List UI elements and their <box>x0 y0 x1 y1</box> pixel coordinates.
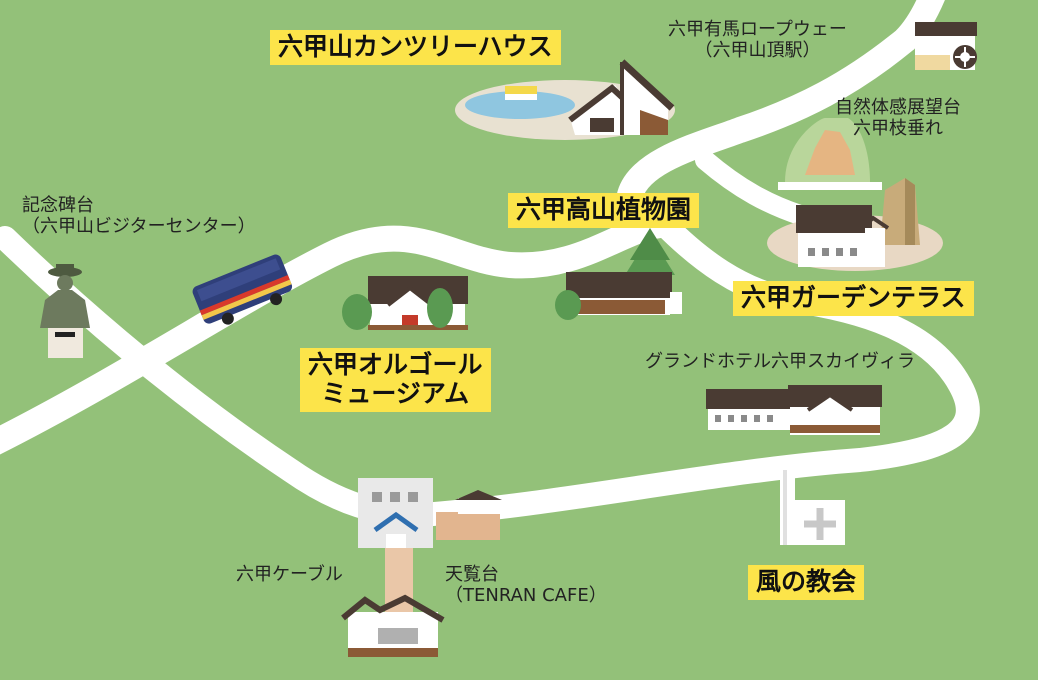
label-alpine-garden: 六甲高山植物園 <box>508 193 700 228</box>
road-to-garden <box>695 150 810 225</box>
label-memorial: 記念碑台 （六甲山ビジターセンター） <box>22 195 256 237</box>
memorial-statue-illustration <box>40 264 90 358</box>
label-memorial-line2: （六甲山ビジターセンター） <box>22 215 256 237</box>
label-memorial-line1: 記念碑台 <box>22 195 94 216</box>
label-ropeway: 六甲有馬ロープウェー （六甲山頂駅） <box>668 19 847 61</box>
ropeway-station-illustration <box>915 22 977 70</box>
label-observatory-line2: 六甲枝垂れ <box>853 117 943 139</box>
label-grand-hotel: グランドホテル六甲スカイヴィラ <box>645 351 915 372</box>
label-tenrandai: 天覧台 （TENRAN CAFE） <box>445 564 607 606</box>
church-illustration <box>780 470 845 545</box>
label-observatory-line1: 自然体感展望台 <box>835 97 961 118</box>
bus-illustration <box>192 254 293 325</box>
music-box-museum-illustration <box>342 276 468 330</box>
cable-station-illustration <box>358 478 502 615</box>
alpine-garden-illustration <box>555 228 682 320</box>
observatory-illustration <box>778 118 882 190</box>
cable-base-station-illustration <box>341 594 445 657</box>
label-music-box-line2: ミュージアム <box>321 378 470 408</box>
label-observatory: 自然体感展望台 六甲枝垂れ <box>835 97 961 139</box>
label-music-box-museum: 六甲オルゴール ミュージアム <box>300 348 491 412</box>
garden-terrace-illustration <box>767 178 943 271</box>
label-tenrandai-line2: （TENRAN CAFE） <box>445 584 607 606</box>
country-house-illustration <box>455 59 675 140</box>
label-cable: 六甲ケーブル <box>236 564 343 585</box>
label-music-box-line1: 六甲オルゴール <box>308 350 483 379</box>
label-kaze-church: 風の教会 <box>748 565 865 600</box>
label-garden-terrace: 六甲ガーデンテラス <box>733 281 974 316</box>
label-ropeway-line2: （六甲山頂駅） <box>694 39 821 61</box>
grand-hotel-illustration <box>706 385 882 435</box>
label-ropeway-line1: 六甲有馬ロープウェー <box>668 19 847 40</box>
road-to-ropeway <box>617 0 945 208</box>
label-tenrandai-line1: 天覧台 <box>445 564 499 585</box>
label-country-house: 六甲山カンツリーハウス <box>270 30 561 65</box>
